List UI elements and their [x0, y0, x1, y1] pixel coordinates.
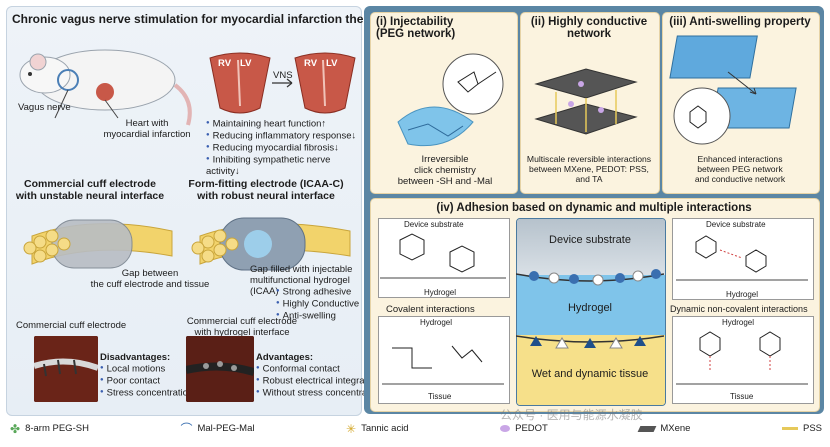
gap-label: Gap between the cuff electrode and tissu… [90, 268, 210, 290]
lv-label-1: LV [240, 58, 252, 69]
noncovalent-substrate-box [672, 218, 814, 300]
wet-tissue-label: Wet and dynamic tissue [531, 368, 649, 380]
peg-sh-icon: ✤ [10, 421, 21, 436]
rv-label-1: RV [218, 58, 232, 69]
legend-label: PEDOT [515, 423, 548, 434]
hydrogel-label-left: Hydrogel [424, 288, 457, 297]
injectability-caption: Irreversible click chemistry between -SH… [397, 154, 493, 187]
icaa-electrode-illustration [191, 217, 351, 271]
advantages-title: Advantages: [256, 352, 314, 363]
disadvantage-item: Stress concentration [100, 387, 194, 399]
benefit-item: Maintaining heart function↑ [206, 118, 362, 130]
advantage-item: Conformal contact [256, 363, 382, 375]
vagus-nerve-label: Vagus nerve [18, 102, 71, 113]
cuff-electrode-title: Commercial cuff electrode with unstable … [15, 178, 165, 202]
legend: ✤ 8-arm PEG-SH ⌒ Mal-PEG-Mal ✳ Tannic ac… [10, 420, 822, 437]
commercial-cuff-illustration [23, 219, 173, 269]
legend-label: Mal-PEG-Mal [197, 423, 255, 434]
heart-vns-illustration [209, 52, 356, 114]
hydrogel-cuff-label: Commercial cuff electrode with hydrogel … [186, 316, 298, 338]
mal-peg-mal-icon: ⌒ [180, 422, 193, 436]
anti-swelling-title: (iii) Anti-swelling property [669, 16, 811, 28]
mxene-icon [637, 425, 657, 432]
conductive-card [520, 12, 660, 194]
disadvantages-title: Disadvantages: [100, 352, 171, 363]
legend-item-mal-peg-mal: ⌒ Mal-PEG-Mal [180, 420, 254, 437]
tannic-interaction-structure [676, 331, 808, 385]
disadvantages-list: Local motions Poor contact Stress concen… [100, 363, 194, 399]
hydrogel-label-right: Hydrogel [726, 290, 759, 299]
disadvantage-item: Poor contact [100, 375, 193, 387]
adhesion-center-illustration [516, 218, 666, 406]
covalent-substrate-box [378, 218, 510, 298]
disadvantages-box: Disadvantages: Local motions Poor contac… [100, 352, 193, 399]
interface-markers [516, 269, 664, 349]
legend-label: 8-arm PEG-SH [25, 423, 89, 434]
rat-illustration [19, 49, 192, 126]
rv-label-2: RV [304, 58, 318, 69]
icaa-properties-list: Strong adhesive Highly Conductive Anti-s… [276, 286, 360, 322]
catechol-structure [380, 233, 506, 279]
icaa-electrode-title: Form-fitting electrode (ICAA-C) with rob… [188, 178, 344, 202]
legend-item-peg-sh: ✤ 8-arm PEG-SH [10, 422, 89, 436]
advantage-item: Without stress concentration [256, 387, 383, 399]
covalent-label: Covalent interactions [386, 304, 475, 315]
peg-network-illustration [397, 53, 504, 147]
tannic-acid-icon: ✳ [346, 421, 357, 436]
conductive-caption: Multiscale reversible interactions betwe… [526, 154, 652, 184]
device-substrate-layer [517, 219, 665, 275]
pss-icon [781, 427, 798, 430]
tissue-label-right: Tissue [730, 392, 754, 401]
hydrogel-center-label: Hydrogel [567, 302, 613, 314]
gap-filled-label: Gap filled with injectable multifunction… [250, 264, 353, 297]
hydrogel-layer [517, 275, 665, 335]
adhesion-title: (iv) Adhesion based on dynamic and multi… [436, 202, 752, 214]
vns-label: VNS [273, 70, 293, 81]
conductive-network-illustration [534, 68, 638, 135]
pedot-icon [500, 425, 511, 432]
legend-item-pedot: PEDOT [500, 423, 548, 434]
icaa-property: Strong adhesive [276, 286, 359, 298]
commercial-cuff-photo [34, 336, 98, 402]
anti-swelling-illustration [669, 35, 797, 145]
legend-label: PSS [802, 423, 822, 434]
device-substrate-center-label: Device substrate [549, 234, 631, 246]
anti-swelling-caption: Enhanced interactions between PEG networ… [694, 154, 786, 184]
left-panel-title: Chronic vagus nerve stimulation for myoc… [12, 12, 389, 26]
tissue-label-left: Tissue [428, 392, 452, 401]
legend-item-pss: PSS [781, 423, 822, 434]
advantages-box: Advantages: Conformal contact Robust ele… [256, 352, 382, 399]
noncovalent-label: Dynamic non-covalent interactions [670, 304, 808, 314]
legend-label: Tannic acid [361, 423, 409, 434]
watermark: 公众号 · 医用与能源水凝胶 [500, 408, 643, 422]
hydrogel-cuff-photo [186, 336, 254, 402]
conductive-title: (ii) Highly conductive network [530, 16, 648, 40]
advantages-list: Conformal contact Robust electrical inte… [256, 363, 383, 399]
heart-label: Heart with myocardial infarction [103, 118, 191, 140]
benefits-list: Maintaining heart function↑ Reducing inf… [206, 118, 362, 177]
device-substrate-label-left: Device substrate [404, 220, 464, 229]
icaa-property: Anti-swelling [276, 310, 359, 322]
icaa-property: Highly Conductive [276, 298, 360, 310]
legend-item-mxene: MXene [637, 423, 691, 434]
hydrogel-label-right-2: Hydrogel [722, 318, 755, 327]
legend-label: MXene [660, 423, 691, 434]
lv-label-2: LV [326, 58, 338, 69]
benefit-item: Reducing inflammatory response↓ [206, 130, 362, 142]
hydrogel-label-left-2: Hydrogel [420, 318, 453, 327]
covalent-tissue-box [378, 316, 510, 404]
legend-item-tannic-acid: ✳ Tannic acid [346, 422, 409, 436]
benefit-item: Inhibiting sympathetic nerve activity↓ [206, 154, 362, 178]
benefit-item: Reducing myocardial fibrosis↓ [206, 142, 362, 154]
commercial-cuff-label: Commercial cuff electrode [16, 320, 127, 331]
injectability-title: (i) Injectability (PEG network) [376, 16, 456, 40]
noncovalent-tissue-box [672, 316, 814, 404]
thiol-structure [382, 345, 504, 385]
advantage-item: Robust electrical integration [256, 375, 382, 387]
device-substrate-label-right: Device substrate [706, 220, 766, 229]
hydrogen-bond-structure [676, 235, 808, 281]
disadvantage-item: Local motions [100, 363, 193, 375]
